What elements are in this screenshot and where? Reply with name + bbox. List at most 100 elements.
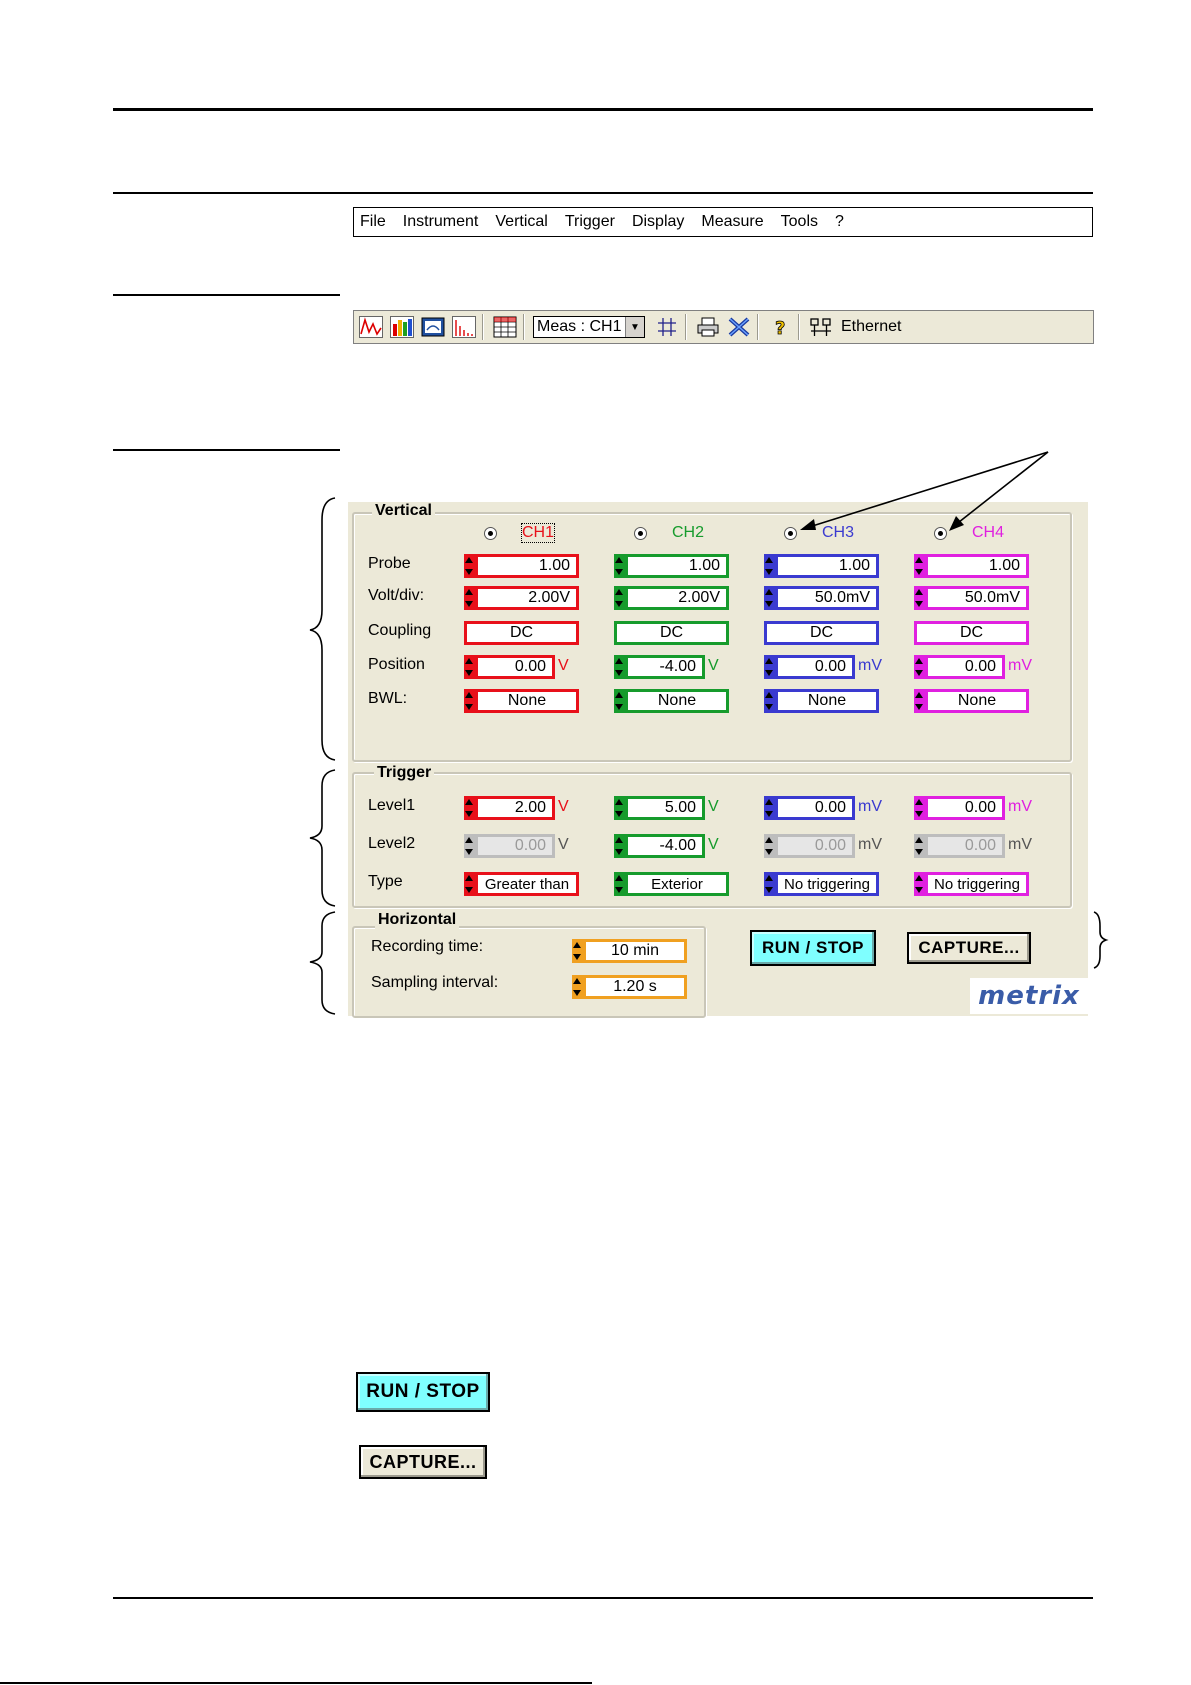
ch2-radio[interactable] xyxy=(634,527,647,540)
ch2-position-spinner[interactable] xyxy=(614,655,625,679)
sampling-interval-spinner[interactable] xyxy=(572,975,583,999)
menu-item[interactable]: File xyxy=(360,213,386,230)
ch3-position-field[interactable]: 0.00 xyxy=(775,655,855,679)
menu-item[interactable]: ? xyxy=(835,213,844,230)
ch4-voltdiv-spinner[interactable] xyxy=(914,586,925,610)
ch2-voltdiv-spinner[interactable] xyxy=(614,586,625,610)
ch4-radio[interactable] xyxy=(934,527,947,540)
ch4-level2-field[interactable]: 0.00 xyxy=(925,834,1005,858)
ch2-probe-spinner[interactable] xyxy=(614,554,625,578)
ch4-position-field[interactable]: 0.00 xyxy=(925,655,1005,679)
ch1-bwl-field[interactable]: None xyxy=(475,689,579,713)
ch3-voltdiv-field[interactable]: 50.0mV xyxy=(775,586,879,610)
ch4-level1-spinner[interactable] xyxy=(914,796,925,820)
ch3-position-spinner[interactable] xyxy=(764,655,775,679)
ch4-type-spinner[interactable] xyxy=(914,872,925,896)
ch4-probe-field[interactable]: 1.00 xyxy=(925,554,1029,578)
ch2-level1-spinner[interactable] xyxy=(614,796,625,820)
screen-icon[interactable] xyxy=(419,314,447,340)
ch4-probe-spinner[interactable] xyxy=(914,554,925,578)
graticule-icon[interactable] xyxy=(653,314,681,340)
grid-table-icon[interactable] xyxy=(491,314,519,340)
ch3-bwl-spinner[interactable] xyxy=(764,689,775,713)
ch3-voltdiv-spinner[interactable] xyxy=(764,586,775,610)
capture-button-illustration[interactable]: CAPTURE... xyxy=(359,1445,487,1479)
menu-item[interactable]: Instrument xyxy=(402,213,479,230)
ch1-level1-spinner[interactable] xyxy=(464,796,475,820)
ch1-voltdiv-spinner[interactable] xyxy=(464,586,475,610)
ch2-position-field[interactable]: -4.00 xyxy=(625,655,705,679)
ch3-bwl-field[interactable]: None xyxy=(775,689,879,713)
ch1-level2-spinner[interactable] xyxy=(464,834,475,858)
menu-item[interactable]: Trigger xyxy=(564,213,615,230)
ch3-probe-field[interactable]: 1.00 xyxy=(775,554,879,578)
ch3-level1-spinner[interactable] xyxy=(764,796,775,820)
run-stop-button-illustration[interactable]: RUN / STOP xyxy=(356,1372,490,1412)
ch1-radio[interactable] xyxy=(484,527,497,540)
ch4-bwl-spinner[interactable] xyxy=(914,689,925,713)
menu-item[interactable]: Tools xyxy=(780,213,819,230)
ch2-coupling-select[interactable]: DC xyxy=(614,621,729,645)
ch3-level2-field[interactable]: 0.00 xyxy=(775,834,855,858)
ch4-position-spinner[interactable] xyxy=(914,655,925,679)
ch1-voltdiv-field[interactable]: 2.00V xyxy=(475,586,579,610)
ch3-label[interactable]: CH3 xyxy=(822,524,855,541)
ch1-probe-spinner[interactable] xyxy=(464,554,475,578)
ch1-probe-field[interactable]: 1.00 xyxy=(475,554,579,578)
ch4-label[interactable]: CH4 xyxy=(972,524,1005,541)
waveform-icon[interactable] xyxy=(357,314,385,340)
ch3-probe-spinner[interactable] xyxy=(764,554,775,578)
help-icon[interactable]: ? xyxy=(766,314,794,340)
ch4-level1-field[interactable]: 0.00 xyxy=(925,796,1005,820)
color-chart-icon[interactable] xyxy=(388,314,416,340)
ch1-level2-field[interactable]: 0.00 xyxy=(475,834,555,858)
ch1-type-spinner[interactable] xyxy=(464,872,475,896)
ch3-level1-field[interactable]: 0.00 xyxy=(775,796,855,820)
capture-button[interactable]: CAPTURE... xyxy=(907,932,1031,964)
ch4-trigger-type-field[interactable]: No triggering xyxy=(925,872,1029,896)
ch4-coupling-select[interactable]: DC xyxy=(914,621,1029,645)
menu-item[interactable]: Display xyxy=(631,213,685,230)
ch3-coupling-select[interactable]: DC xyxy=(764,621,879,645)
recording-time-field[interactable]: 10 min xyxy=(583,939,687,963)
toolbar-separator xyxy=(798,314,800,340)
ch3-type-spinner[interactable] xyxy=(764,872,775,896)
ch4-voltdiv-field[interactable]: 50.0mV xyxy=(925,586,1029,610)
ch1-position-field[interactable]: 0.00 xyxy=(475,655,555,679)
ch1-level1-field[interactable]: 2.00 xyxy=(475,796,555,820)
ch2-trigger-type-field[interactable]: Exterior xyxy=(625,872,729,896)
network-icon[interactable] xyxy=(807,314,835,340)
ch2-label[interactable]: CH2 xyxy=(672,524,705,541)
ch1-trigger-type-field[interactable]: Greater than xyxy=(475,872,579,896)
print-icon[interactable] xyxy=(694,314,722,340)
recording-time-label: Recording time: xyxy=(371,938,484,955)
chevron-down-icon[interactable]: ▼ xyxy=(625,317,644,337)
ch2-type-spinner[interactable] xyxy=(614,872,625,896)
ch3-radio[interactable] xyxy=(784,527,797,540)
ch4-level2-spinner[interactable] xyxy=(914,834,925,858)
ch1-label[interactable]: CH1 xyxy=(520,523,556,543)
ch1-coupling-select[interactable]: DC xyxy=(464,621,579,645)
ch2-level2-unit: V xyxy=(708,836,719,853)
ch4-bwl-field[interactable]: None xyxy=(925,689,1029,713)
sampling-interval-field[interactable]: 1.20 s xyxy=(583,975,687,999)
ch2-voltdiv-field[interactable]: 2.00V xyxy=(625,586,729,610)
ch1-bwl-spinner[interactable] xyxy=(464,689,475,713)
ch2-level1-field[interactable]: 5.00 xyxy=(625,796,705,820)
meas-select[interactable]: Meas : CH1 ▼ xyxy=(533,316,645,338)
ch1-position-spinner[interactable] xyxy=(464,655,475,679)
ch3-trigger-type-field[interactable]: No triggering xyxy=(775,872,879,896)
ch2-bwl-spinner[interactable] xyxy=(614,689,625,713)
recording-time-spinner[interactable] xyxy=(572,939,583,963)
menu-item[interactable]: Vertical xyxy=(495,213,548,230)
tools-icon[interactable] xyxy=(725,314,753,340)
ch2-bwl-field[interactable]: None xyxy=(625,689,729,713)
ch2-level2-spinner[interactable] xyxy=(614,834,625,858)
ch2-level2-field[interactable]: -4.00 xyxy=(625,834,705,858)
menu-item[interactable]: Measure xyxy=(701,213,764,230)
ch3-level2-spinner[interactable] xyxy=(764,834,775,858)
histogram-icon[interactable] xyxy=(450,314,478,340)
ch2-probe-field[interactable]: 1.00 xyxy=(625,554,729,578)
arrow-to-ch3 xyxy=(805,451,1049,529)
run-stop-button[interactable]: RUN / STOP xyxy=(750,930,876,966)
